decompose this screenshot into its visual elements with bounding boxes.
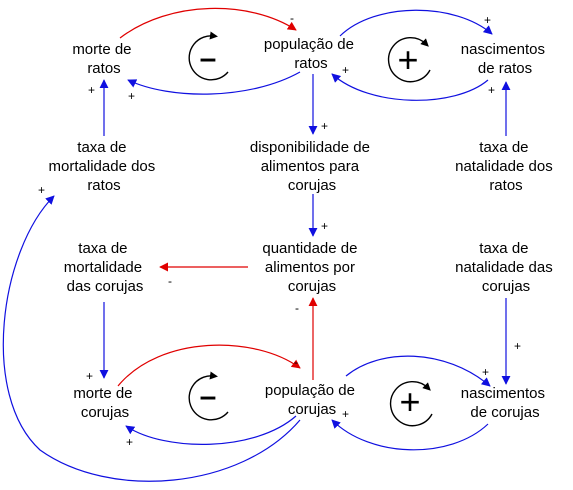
node-morte-de-corujas: morte de corujas bbox=[73, 385, 136, 421]
link-pop-corujas-to-taxa-mort-ratos bbox=[2, 195, 301, 482]
node-morte-de-ratos: morte de ratos bbox=[72, 41, 135, 77]
sign-pop-corujas-to-quantidade: - bbox=[295, 301, 299, 315]
link-pop-corujas-to-nasc-corujas bbox=[345, 355, 491, 387]
link-pop-ratos-to-morte-ratos bbox=[127, 71, 301, 95]
node-nascimentos-de-ratos: nascimentos de ratos bbox=[461, 41, 549, 77]
loop-ratos-balancing-symbol: – bbox=[200, 42, 217, 75]
loop-corujas-reinforcing-circle-arrow bbox=[389, 381, 433, 427]
node-taxa-natalidade-corujas-line-1: taxa de bbox=[479, 240, 528, 257]
node-morte-de-ratos-line-1: morte de bbox=[72, 41, 131, 58]
node-nascimentos-de-corujas-line-2: de corujas bbox=[470, 404, 539, 421]
loop-ratos-reinforcing: + bbox=[387, 37, 431, 83]
node-taxa-mortalidade-ratos-line-1: taxa de bbox=[77, 139, 126, 156]
loop-ratos-balancing-circle-arrow bbox=[188, 31, 229, 81]
link-pop-corujas-to-morte-corujas bbox=[125, 415, 297, 445]
node-taxa-mortalidade-ratos-line-2: mortalidade dos bbox=[49, 158, 156, 175]
sign-taxa-nat-corujas-to-nasc-corujas: + bbox=[514, 339, 521, 353]
node-populacao-de-ratos-line-1: população de bbox=[264, 36, 354, 53]
node-quantidade-alimentos-line-3: corujas bbox=[288, 278, 336, 295]
node-nascimentos-de-corujas-line-1: nascimentos bbox=[461, 385, 545, 402]
link-nasc-corujas-to-pop-corujas bbox=[331, 419, 489, 451]
sign-nasc-corujas-to-pop-corujas: + bbox=[342, 407, 349, 421]
node-taxa-natalidade-ratos-line-3: ratos bbox=[489, 177, 522, 194]
node-populacao-de-corujas-line-2: corujas bbox=[288, 401, 336, 418]
loop-corujas-reinforcing-symbol: + bbox=[399, 381, 420, 422]
sign-pop-ratos-to-disponibilidade: + bbox=[321, 119, 328, 133]
sign-morte-corujas-to-pop-corujas: - bbox=[294, 355, 298, 369]
node-populacao-de-ratos: população de ratos bbox=[264, 36, 358, 72]
node-disponibilidade-alimentos-line-3: corujas bbox=[288, 177, 336, 194]
link-pop-ratos-to-nasc-ratos bbox=[339, 9, 493, 37]
node-disponibilidade-alimentos: disponibilidade de alimentos para coruja… bbox=[250, 139, 374, 194]
loop-corujas-balancing-symbol: – bbox=[200, 380, 217, 413]
node-nascimentos-de-corujas: nascimentos de corujas bbox=[461, 385, 549, 421]
node-taxa-natalidade-corujas-line-3: corujas bbox=[482, 278, 530, 295]
sign-pop-ratos-to-nasc-ratos: + bbox=[484, 13, 491, 27]
loop-corujas-balancing: – bbox=[188, 371, 229, 421]
link-morte-corujas-to-pop-corujas bbox=[117, 344, 301, 387]
sign-pop-ratos-to-morte-ratos: + bbox=[128, 89, 135, 103]
sign-pop-corujas-to-nasc-corujas: + bbox=[482, 365, 489, 379]
loop-corujas-balancing-circle-arrow bbox=[188, 371, 229, 421]
node-taxa-natalidade-ratos: taxa de natalidade dos ratos bbox=[455, 139, 557, 194]
sign-taxa-mort-ratos-to-morte-ratos: + bbox=[88, 83, 95, 97]
node-quantidade-alimentos: quantidade de alimentos por corujas bbox=[262, 240, 361, 295]
loop-ratos-reinforcing-circle-arrow bbox=[387, 37, 431, 83]
link-morte-ratos-to-pop-ratos bbox=[119, 7, 297, 39]
causal-links bbox=[2, 7, 511, 482]
node-taxa-natalidade-ratos-line-1: taxa de bbox=[479, 139, 528, 156]
node-morte-de-ratos-line-2: ratos bbox=[87, 60, 120, 77]
sign-pop-corujas-to-morte-corujas: + bbox=[126, 435, 133, 449]
link-polarity-signs: - + + + + + + + - - + + - + + + + bbox=[38, 11, 521, 449]
node-taxa-mortalidade-corujas-line-3: das corujas bbox=[67, 278, 144, 295]
node-taxa-natalidade-corujas: taxa de natalidade das corujas bbox=[455, 240, 557, 295]
loop-corujas-reinforcing: + bbox=[389, 381, 433, 427]
node-morte-de-corujas-line-2: corujas bbox=[81, 404, 129, 421]
link-nasc-ratos-to-pop-ratos bbox=[331, 73, 489, 101]
sign-taxa-mort-corujas-to-morte-corujas: + bbox=[86, 369, 93, 383]
node-disponibilidade-alimentos-line-1: disponibilidade de bbox=[250, 139, 370, 156]
node-taxa-mortalidade-ratos-line-3: ratos bbox=[87, 177, 120, 194]
node-populacao-de-corujas-line-1: população de bbox=[265, 382, 355, 399]
node-quantidade-alimentos-line-2: alimentos por bbox=[265, 259, 355, 276]
node-disponibilidade-alimentos-line-2: alimentos para bbox=[261, 158, 360, 175]
node-nascimentos-de-ratos-line-2: de ratos bbox=[478, 60, 532, 77]
loop-ratos-reinforcing-symbol: + bbox=[397, 39, 418, 80]
node-taxa-natalidade-ratos-line-2: natalidade dos bbox=[455, 158, 553, 175]
node-morte-de-corujas-line-1: morte de bbox=[73, 385, 132, 402]
node-taxa-mortalidade-corujas: taxa de mortalidade das corujas bbox=[64, 240, 147, 295]
loop-ratos-balancing: – bbox=[188, 31, 229, 81]
node-populacao-de-ratos-line-2: ratos bbox=[294, 55, 327, 72]
sign-pop-corujas-to-taxa-mort-ratos: + bbox=[38, 183, 45, 197]
node-taxa-natalidade-corujas-line-2: natalidade das bbox=[455, 259, 553, 276]
sign-disponibilidade-to-quantidade: + bbox=[321, 219, 328, 233]
node-quantidade-alimentos-line-1: quantidade de bbox=[262, 240, 357, 257]
node-populacao-de-corujas: população de corujas bbox=[265, 382, 359, 418]
node-nascimentos-de-ratos-line-1: nascimentos bbox=[461, 41, 545, 58]
diagram-nodes: morte de ratos população de ratos nascim… bbox=[49, 36, 557, 421]
sign-nasc-ratos-to-pop-ratos: + bbox=[342, 63, 349, 77]
node-taxa-mortalidade-corujas-line-1: taxa de bbox=[78, 240, 127, 257]
sign-quantidade-to-taxa-mort-corujas: - bbox=[168, 274, 172, 288]
sign-morte-ratos-to-pop-ratos: - bbox=[290, 11, 294, 25]
node-taxa-mortalidade-ratos: taxa de mortalidade dos ratos bbox=[49, 139, 160, 194]
node-taxa-mortalidade-corujas-line-2: mortalidade bbox=[64, 259, 142, 276]
sign-taxa-nat-ratos-to-nasc-ratos: + bbox=[488, 83, 495, 97]
feedback-loop-symbols: – + – + bbox=[188, 31, 433, 427]
